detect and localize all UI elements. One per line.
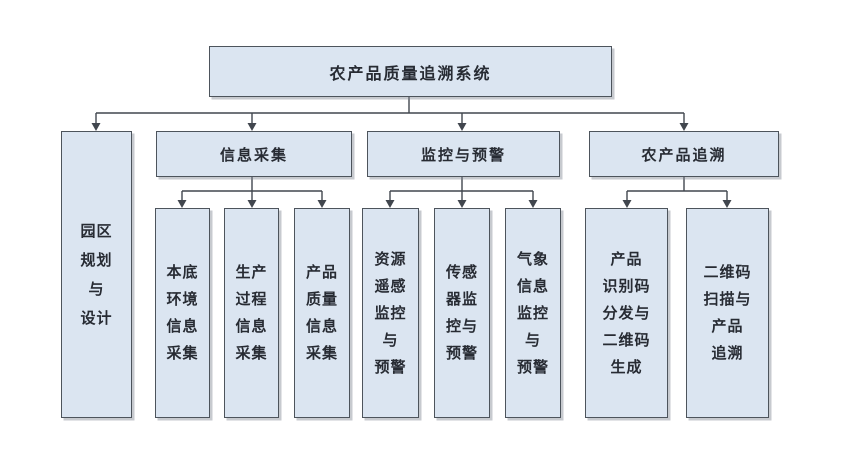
branch-node-park-planning: 园区 规划 与 设计 [61,131,132,418]
leaf-node-qr-scan-product-trace: 二维码 扫描与 产品 追溯 [686,208,769,418]
leaf-node-production-process-info: 生产 过程 信息 采集 [224,208,279,418]
branch-node-info-collection: 信息采集 [156,131,352,177]
leaf-node-sensor-monitoring: 传感 器监 控与 预警 [434,208,490,418]
branch-node-monitoring-warning: 监控与预警 [367,131,560,177]
root-node-traceability-system: 农产品质量追溯系统 [209,46,612,97]
leaf-node-weather-info-monitoring: 气象 信息 监控 与 预警 [505,208,561,418]
leaf-node-product-quality-info: 产品 质量 信息 采集 [294,208,350,418]
leaf-node-remote-sensing-monitoring: 资源 遥感 监控 与 预警 [362,208,419,418]
leaf-node-id-code-qr-generation: 产品 识别码 分发与 二维码 生成 [585,208,668,418]
leaf-node-background-env-info: 本底 环境 信息 采集 [155,208,210,418]
branch-node-product-tracing: 农产品追溯 [589,131,779,177]
